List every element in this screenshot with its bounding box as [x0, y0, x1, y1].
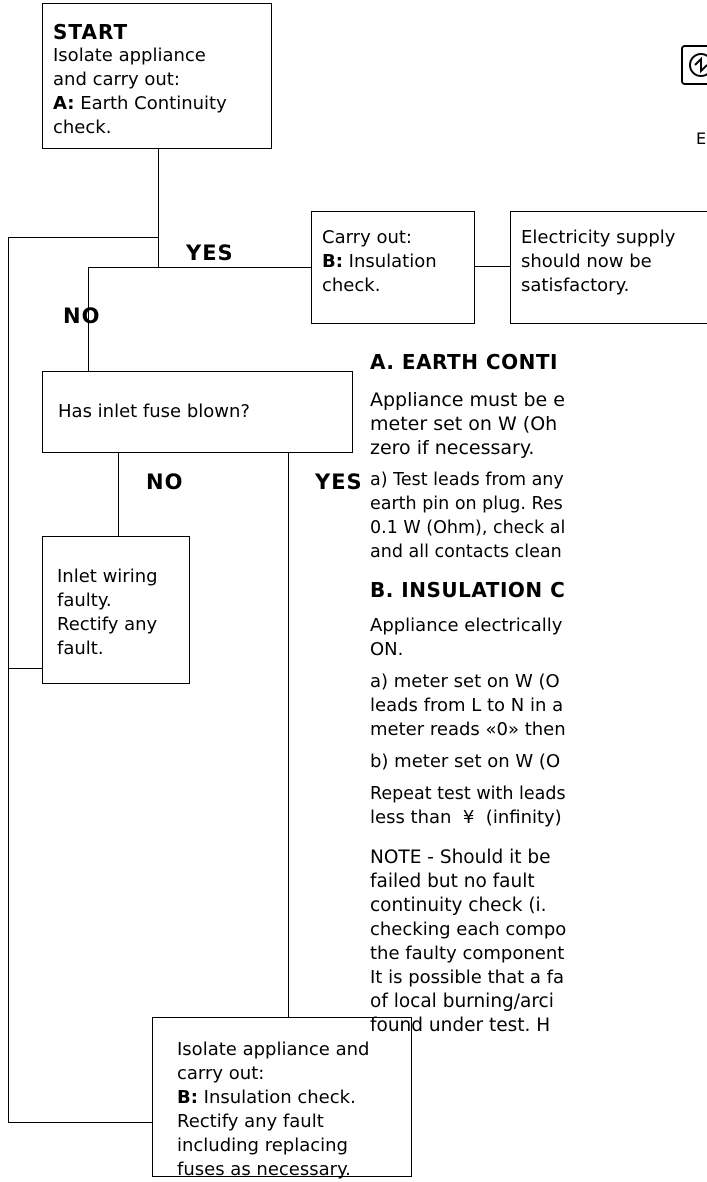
section-a-p2-l4: and all contacts clean	[370, 542, 562, 562]
isolate-key: B:	[177, 1087, 198, 1108]
section-b-note-l4: checking each compo	[370, 919, 567, 940]
section-b-note-l5: the faulty component	[370, 943, 565, 964]
connector-fuse-no	[118, 452, 120, 537]
section-a-p2-l3: 0.1 W (Ohm), check al	[370, 518, 566, 538]
section-b-p2-l1: a) meter set on W (O	[370, 671, 560, 692]
start-line-4: check.	[53, 117, 112, 138]
section-a-p2-l1: a) Test leads from any	[370, 470, 564, 490]
supply-line-1: Electricity supply	[521, 227, 676, 248]
section-b-note-l7: of local burning/arci	[370, 991, 554, 1012]
isolate-line-5: including replacing	[177, 1135, 348, 1156]
connector-start-down	[158, 148, 160, 268]
inlet-line-3: Rectify any	[57, 614, 158, 635]
start-box: START Isolate appliance and carry out: A…	[42, 3, 272, 149]
appliance-symbol-icon	[681, 45, 707, 85]
isolate-line-6: fuses as necessary.	[177, 1159, 351, 1180]
insulation-line-1: Carry out:	[322, 227, 412, 248]
connector-left-rail	[8, 237, 10, 1123]
fuse-question-box: Has inlet fuse blown?	[42, 371, 353, 453]
start-step-key: A:	[53, 93, 75, 114]
isolate-line-2: carry out:	[177, 1063, 265, 1084]
connector-to-fuse-box	[88, 267, 90, 371]
section-b-note-l1: NOTE - Should it be	[370, 847, 551, 868]
isolate-insulation-box: Isolate appliance and carry out: B: Insu…	[152, 1017, 412, 1180]
insulation-check-box: Carry out: B: Insulation check.	[311, 211, 475, 324]
inlet-wiring-box: Inlet wiring faulty. Rectify any fault.	[42, 536, 190, 684]
label-yes-fuse: YES	[315, 470, 363, 494]
section-a-p1-l2: meter set on W (Oh	[370, 413, 558, 435]
section-a-heading: A. EARTH CONTI	[370, 350, 558, 374]
isolate-text: Insulation check.	[197, 1087, 356, 1108]
insulation-key: B:	[322, 251, 343, 272]
section-b-note-l8: found under test. H	[370, 1015, 551, 1036]
connector-fuse-yes	[288, 452, 290, 1018]
section-b-p2-l3: meter reads «0» then	[370, 719, 566, 740]
connector-to-insulation	[88, 267, 311, 269]
connector-no-branch-top	[8, 237, 159, 239]
section-b-p3: b) meter set on W (O	[370, 751, 561, 772]
section-b-p4-l2: less than ¥ (infinity)	[370, 807, 562, 828]
fuse-question-text: Has inlet fuse blown?	[58, 401, 250, 422]
header-fragment: E	[696, 129, 707, 148]
isolate-line-1: Isolate appliance and	[177, 1039, 370, 1060]
section-b-note-l3: continuity check (i.	[370, 895, 547, 916]
section-b-p1-l1: Appliance electrically	[370, 615, 563, 636]
connector-isolate-to-rail	[8, 1122, 152, 1124]
label-no-main: NO	[63, 304, 101, 328]
section-b-note-l6: It is possible that a fa	[370, 967, 565, 988]
section-a-p1-l1: Appliance must be e	[370, 389, 565, 411]
section-b-heading: B. INSULATION C	[370, 578, 566, 602]
section-a-p1-l3: zero if necessary.	[370, 437, 535, 459]
section-b-note-l2: failed but no fault	[370, 871, 535, 892]
start-step-text: Earth Continuity	[74, 93, 227, 114]
connector-inlet-to-rail	[8, 668, 42, 670]
start-line-1: Isolate appliance	[53, 45, 206, 66]
insulation-text: Insulation	[342, 251, 437, 272]
label-yes-main: YES	[186, 241, 234, 265]
supply-line-2: should now be	[521, 251, 652, 272]
inlet-line-4: fault.	[57, 638, 104, 659]
section-b-p2-l2: leads from L to N in a	[370, 695, 564, 716]
start-line-2: and carry out:	[53, 69, 180, 90]
supply-satisfactory-box: Electricity supply should now be satisfa…	[510, 211, 707, 324]
isolate-line-3: B: Insulation check.	[177, 1086, 401, 1110]
supply-line-3: satisfactory.	[521, 275, 630, 296]
start-line-3: A: Earth Continuity	[53, 92, 261, 116]
label-no-fuse: NO	[146, 470, 184, 494]
connector-insulation-to-supply	[474, 266, 510, 268]
start-title: START	[53, 20, 129, 44]
inlet-line-1: Inlet wiring	[57, 566, 158, 587]
section-a-p2-l2: earth pin on plug. Res	[370, 494, 563, 514]
inlet-line-2: faulty.	[57, 590, 112, 611]
insulation-line-2: B: Insulation	[322, 250, 464, 274]
insulation-line-3: check.	[322, 275, 381, 296]
section-b-p1-l2: ON.	[370, 639, 404, 660]
isolate-line-4: Rectify any fault	[177, 1111, 324, 1132]
section-b-p4-l1: Repeat test with leads	[370, 784, 566, 804]
